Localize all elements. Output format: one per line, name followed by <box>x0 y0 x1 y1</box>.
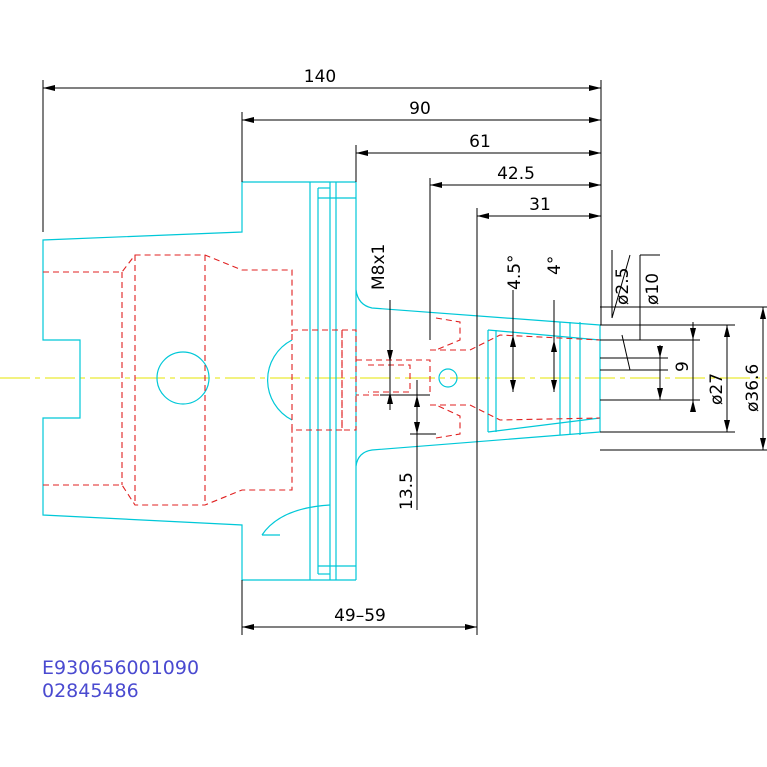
dim-140: 140 <box>304 67 336 87</box>
dim-dia-2-5: ø2.5 <box>613 268 633 305</box>
dim-thread: M8x1 <box>369 244 389 290</box>
dim-90: 90 <box>409 99 431 119</box>
hidden-lines <box>43 254 601 506</box>
dim-depth-13-5: 13.5 <box>397 472 417 510</box>
part-code-line2: 02845486 <box>42 680 139 702</box>
dim-31: 31 <box>529 195 551 215</box>
dimension-lines <box>42 80 767 635</box>
dim-61: 61 <box>469 132 491 152</box>
dim-angle-inner: 4° <box>545 256 565 275</box>
dim-nine: 9 <box>673 361 693 372</box>
dim-angle-outer: 4.5° <box>505 254 525 290</box>
body-outline <box>42 181 601 581</box>
dim-dia-36-6: ø36.6 <box>743 364 763 412</box>
dim-dia-10: ø10 <box>643 273 663 305</box>
dim-dia-27: ø27 <box>707 373 727 405</box>
dim-42-5: 42.5 <box>497 164 535 184</box>
dim-49-59: 49–59 <box>334 606 386 626</box>
part-code-line1: E930656001090 <box>42 657 199 679</box>
